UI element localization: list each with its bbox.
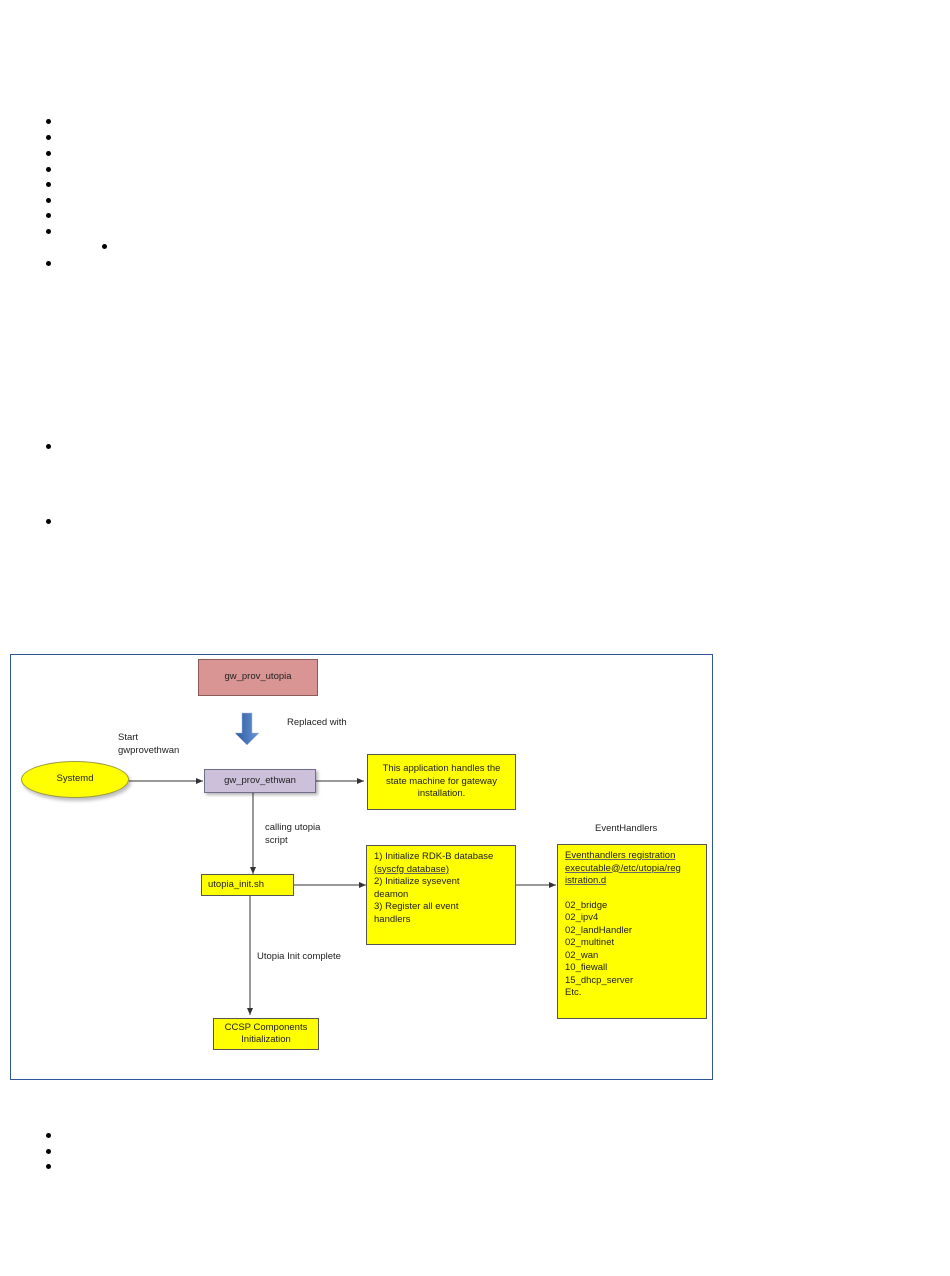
init-step-line: 2) Initialize sysevent bbox=[374, 876, 460, 887]
bullet-4 bbox=[46, 167, 51, 172]
bullet-10 bbox=[46, 444, 51, 449]
init-step-line: 3) Register all event bbox=[374, 901, 459, 912]
bullet-12 bbox=[46, 1133, 51, 1138]
handler-item: 02_bridge bbox=[565, 899, 608, 911]
systemd-label: Systemd bbox=[56, 773, 94, 785]
bullet-5 bbox=[46, 182, 51, 187]
bullet-8 bbox=[46, 229, 51, 234]
init-step-line: handlers bbox=[374, 913, 411, 925]
handler-item: 10_fiewall bbox=[565, 962, 608, 973]
start-label: Start gwprovethwan bbox=[118, 732, 180, 756]
state-machine-note: This application handles the state machi… bbox=[367, 754, 516, 810]
bullet-14 bbox=[46, 1164, 51, 1169]
event-handlers-title: EventHandlers bbox=[595, 823, 658, 834]
gw-prov-utopia-box: gw_prov_utopia bbox=[198, 659, 318, 696]
ccsp-box: CCSP Components Initialization bbox=[213, 1018, 319, 1050]
handler-item: 15_dhcp_server bbox=[565, 974, 634, 986]
bullet-6 bbox=[46, 198, 51, 203]
bullet-7 bbox=[46, 213, 51, 218]
state-machine-note-text: This application handles the state machi… bbox=[382, 763, 501, 800]
init-step-line: 1) Initialize RDK-B database bbox=[374, 851, 494, 862]
gw-prov-ethwan-box: gw_prov_ethwan bbox=[204, 769, 316, 793]
systemd-node: Systemd bbox=[21, 761, 129, 798]
initialization-diagram: gw_prov_utopia Replaced with Start gwpro… bbox=[10, 654, 713, 1080]
init-complete-label: Utopia Init complete bbox=[257, 951, 341, 962]
bullet-9 bbox=[46, 261, 51, 266]
registration-line: executable@/etc/utopia/reg bbox=[565, 862, 681, 874]
handler-item: 02_ipv4 bbox=[565, 912, 599, 923]
gw-prov-ethwan-label: gw_prov_ethwan bbox=[224, 774, 296, 786]
replace-arrow bbox=[234, 712, 260, 746]
calling-utopia-label: calling utopia script bbox=[265, 822, 321, 846]
bullet-11 bbox=[46, 519, 51, 524]
handler-item: Etc. bbox=[565, 987, 582, 998]
replaced-with-label: Replaced with bbox=[287, 717, 347, 728]
registration-line: istration.d bbox=[565, 875, 607, 886]
bullet-2 bbox=[46, 135, 51, 140]
bullet-13 bbox=[46, 1149, 51, 1154]
handler-item: 02_landHandler bbox=[565, 924, 633, 936]
utopia-init-box: utopia_init.sh bbox=[201, 874, 294, 896]
handler-item: 02_multinet bbox=[565, 937, 615, 948]
bullet-1 bbox=[46, 119, 51, 124]
utopia-init-label: utopia_init.sh bbox=[208, 879, 264, 890]
registration-line: Eventhandlers registration bbox=[565, 850, 676, 861]
handler-item: 02_wan bbox=[565, 949, 599, 961]
event-handlers-box: Eventhandlers registration executable@/e… bbox=[557, 844, 707, 1019]
init-step-line: deamon bbox=[374, 888, 409, 900]
bullet-3 bbox=[46, 151, 51, 156]
init-steps-box: 1) Initialize RDK-B database (syscfg dat… bbox=[366, 845, 516, 945]
bullet-nested bbox=[102, 244, 107, 249]
gw-prov-utopia-label: gw_prov_utopia bbox=[224, 671, 292, 683]
ccsp-label: CCSP Components Initialization bbox=[224, 1022, 308, 1045]
init-step-line: (syscfg database) bbox=[374, 863, 449, 875]
diagram-connectors bbox=[129, 712, 556, 1015]
